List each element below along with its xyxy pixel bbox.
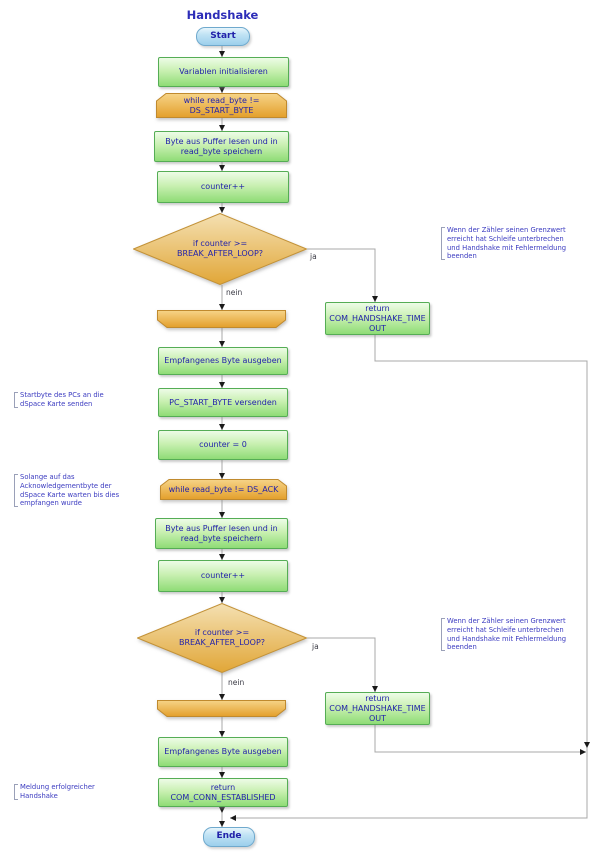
decision-shape <box>137 603 307 673</box>
process-counter-reset: counter = 0 <box>158 430 288 460</box>
loop-start-wait-startbyte-label: while read_byte != DS_START_BYTE <box>183 95 260 115</box>
terminal-end: Ende <box>203 827 255 847</box>
loop-end-shape <box>157 700 286 717</box>
process-send-startbyte: PC_START_BYTE versenden <box>158 388 288 417</box>
loop-start-wait-startbyte: while read_byte != DS_START_BYTE <box>156 93 287 118</box>
process-read-buffer-2: Byte aus Puffer lesen und in read_byte s… <box>155 518 288 549</box>
process-output-byte-1: Empfangenes Byte ausgeben <box>158 347 288 375</box>
annotation-timeout-2: Wenn der Zähler seinen Grenzwert erreich… <box>441 617 572 652</box>
decision-shape <box>133 213 307 285</box>
process-return-timeout-2-label: return COM_HANDSHAKE_TIMEOUT <box>329 693 426 723</box>
process-output-byte-2-label: Empfangenes Byte ausgeben <box>164 747 282 756</box>
loop-start-shape <box>160 479 287 500</box>
process-read-buffer-1: Byte aus Puffer lesen und in read_byte s… <box>154 131 289 162</box>
process-send-startbyte-label: PC_START_BYTE versenden <box>169 397 277 407</box>
process-counter-increment-1: counter++ <box>157 171 289 203</box>
process-return-established-label: return COM_CONN_ESTABLISHED <box>170 782 276 802</box>
process-output-byte-1-label: Empfangenes Byte ausgeben <box>164 356 282 365</box>
terminal-start-label: Start <box>210 30 236 41</box>
diagram-title: Handshake <box>186 8 259 22</box>
process-counter-increment-2: counter++ <box>158 560 288 592</box>
annotation-timeout-1: Wenn der Zähler seinen Grenzwert erreich… <box>441 226 572 261</box>
process-counter-reset-label: counter = 0 <box>199 440 247 449</box>
loop-end-shape <box>157 310 286 328</box>
process-return-timeout-1-label: return COM_HANDSHAKE_TIMEOUT <box>329 303 426 333</box>
process-counter-increment-2-label: counter++ <box>200 571 246 580</box>
process-counter-increment-1-label: counter++ <box>200 182 246 191</box>
loop-start-wait-ack: while read_byte != DS_ACK <box>160 479 287 500</box>
process-init-variables: Variablen initialisieren <box>158 57 289 87</box>
decision-break-after-loop-2: if counter >= BREAK_AFTER_LOOP? <box>137 603 307 673</box>
annotation-success: Meldung erfolgreicher Handshake <box>14 783 115 801</box>
edge-label-ja-1: ja <box>310 252 317 261</box>
annotation-ack-wait: Solange auf das Acknowledgementbyte der … <box>14 473 130 508</box>
loop-end-1 <box>157 310 286 328</box>
edge-label-ja-2: ja <box>312 642 319 651</box>
loop-start-wait-ack-label: while read_byte != DS_ACK <box>168 484 279 494</box>
terminal-end-label: Ende <box>216 831 242 842</box>
loop-start-shape <box>156 93 287 118</box>
loop-end-2 <box>157 700 286 717</box>
process-return-established: return COM_CONN_ESTABLISHED <box>158 778 288 807</box>
decision-break-after-loop-1-label: if counter >= BREAK_AFTER_LOOP? <box>176 239 264 258</box>
process-return-timeout-2: return COM_HANDSHAKE_TIMEOUT <box>325 692 430 725</box>
annotation-startbyte: Startbyte des PCs an die dSpace Karte se… <box>14 391 128 409</box>
process-output-byte-2: Empfangenes Byte ausgeben <box>158 737 288 767</box>
process-init-variables-label: Variablen initialisieren <box>179 67 268 76</box>
decision-break-after-loop-2-label: if counter >= BREAK_AFTER_LOOP? <box>178 628 266 647</box>
decision-break-after-loop-1: if counter >= BREAK_AFTER_LOOP? <box>133 213 307 285</box>
terminal-start: Start <box>196 27 250 46</box>
process-read-buffer-1-label: Byte aus Puffer lesen und in read_byte s… <box>165 136 278 156</box>
process-return-timeout-1: return COM_HANDSHAKE_TIMEOUT <box>325 302 430 335</box>
edge-label-nein-2: nein <box>228 678 245 687</box>
edge-label-nein-1: nein <box>226 288 243 297</box>
process-read-buffer-2-label: Byte aus Puffer lesen und in read_byte s… <box>165 523 278 543</box>
